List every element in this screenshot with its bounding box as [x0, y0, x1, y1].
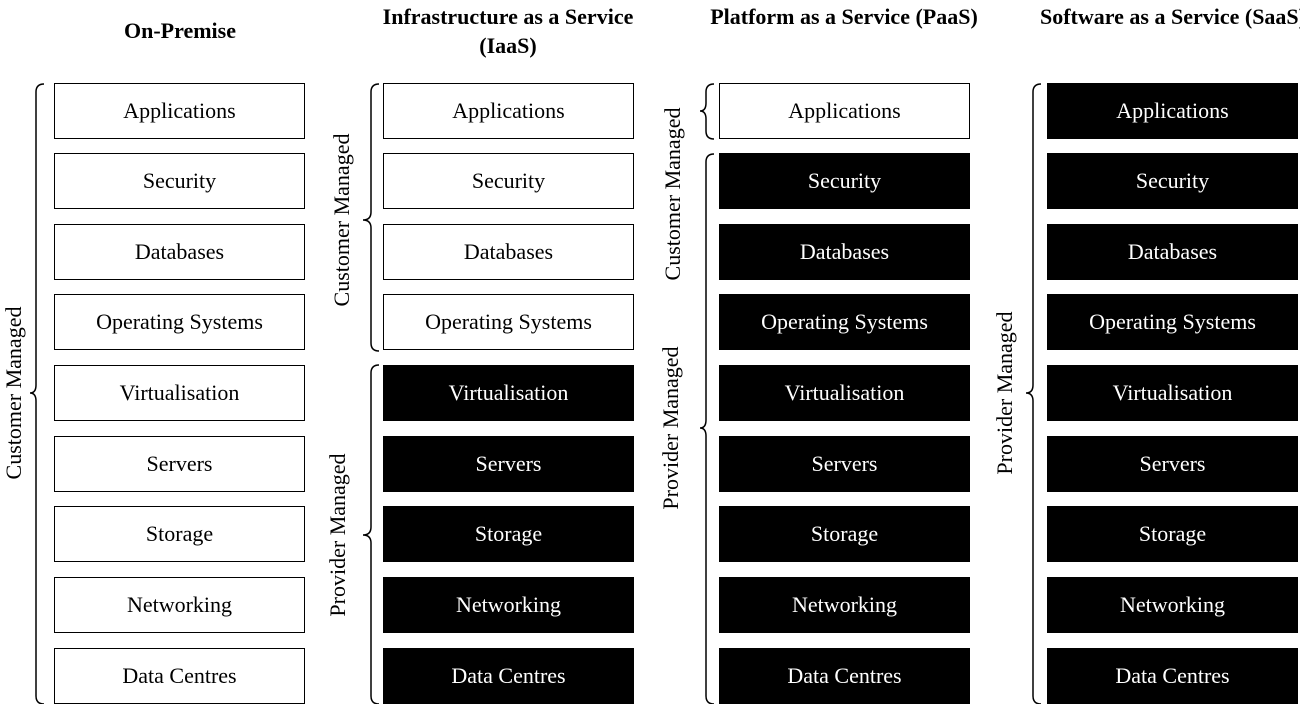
saas-networking: Networking — [1047, 577, 1298, 633]
bracket-iaas-provider — [362, 364, 380, 704]
bracket-paas-provider — [699, 153, 715, 704]
paas-storage: Storage — [719, 506, 970, 562]
saas-security: Security — [1047, 153, 1298, 209]
iaas-applications: Applications — [383, 83, 634, 139]
saas-virtualisation: Virtualisation — [1047, 365, 1298, 421]
paas-data-centres: Data Centres — [719, 648, 970, 704]
saas-data-centres: Data Centres — [1047, 648, 1298, 704]
paas-security: Security — [719, 153, 970, 209]
onprem-networking: Networking — [54, 577, 305, 633]
iaas-security: Security — [383, 153, 634, 209]
title-iaas: Infrastructure as a Service (IaaS) — [382, 4, 634, 58]
saas-storage: Storage — [1047, 506, 1298, 562]
bracket-iaas-customer — [362, 83, 380, 352]
onprem-data-centres: Data Centres — [54, 648, 305, 704]
paas-virtualisation: Virtualisation — [719, 365, 970, 421]
iaas-operating-systems: Operating Systems — [383, 294, 634, 350]
iaas-data-centres: Data Centres — [383, 648, 634, 704]
paas-networking: Networking — [719, 577, 970, 633]
onprem-security: Security — [54, 153, 305, 209]
onprem-storage: Storage — [54, 506, 305, 562]
onprem-operating-systems: Operating Systems — [54, 294, 305, 350]
iaas-servers: Servers — [383, 436, 634, 492]
iaas-virtualisation: Virtualisation — [383, 365, 634, 421]
onprem-databases: Databases — [54, 224, 305, 280]
iaas-networking: Networking — [383, 577, 634, 633]
saas-applications: Applications — [1047, 83, 1298, 139]
paas-databases: Databases — [719, 224, 970, 280]
saas-databases: Databases — [1047, 224, 1298, 280]
saas-servers: Servers — [1047, 436, 1298, 492]
title-saas: Software as a Service (SaaS) — [1040, 4, 1300, 29]
title-paas: Platform as a Service (PaaS) — [710, 4, 978, 29]
iaas-storage: Storage — [383, 506, 634, 562]
bracket-saas-provider — [1025, 83, 1042, 704]
title-on-premise: On-Premise — [123, 18, 236, 43]
onprem-virtualisation: Virtualisation — [54, 365, 305, 421]
saas-operating-systems: Operating Systems — [1047, 294, 1298, 350]
paas-operating-systems: Operating Systems — [719, 294, 970, 350]
paas-applications: Applications — [719, 83, 970, 139]
bracket-paas-customer — [699, 83, 715, 140]
bracket-onprem-customer — [29, 83, 45, 704]
onprem-applications: Applications — [54, 83, 305, 139]
onprem-servers: Servers — [54, 436, 305, 492]
paas-servers: Servers — [719, 436, 970, 492]
iaas-databases: Databases — [383, 224, 634, 280]
